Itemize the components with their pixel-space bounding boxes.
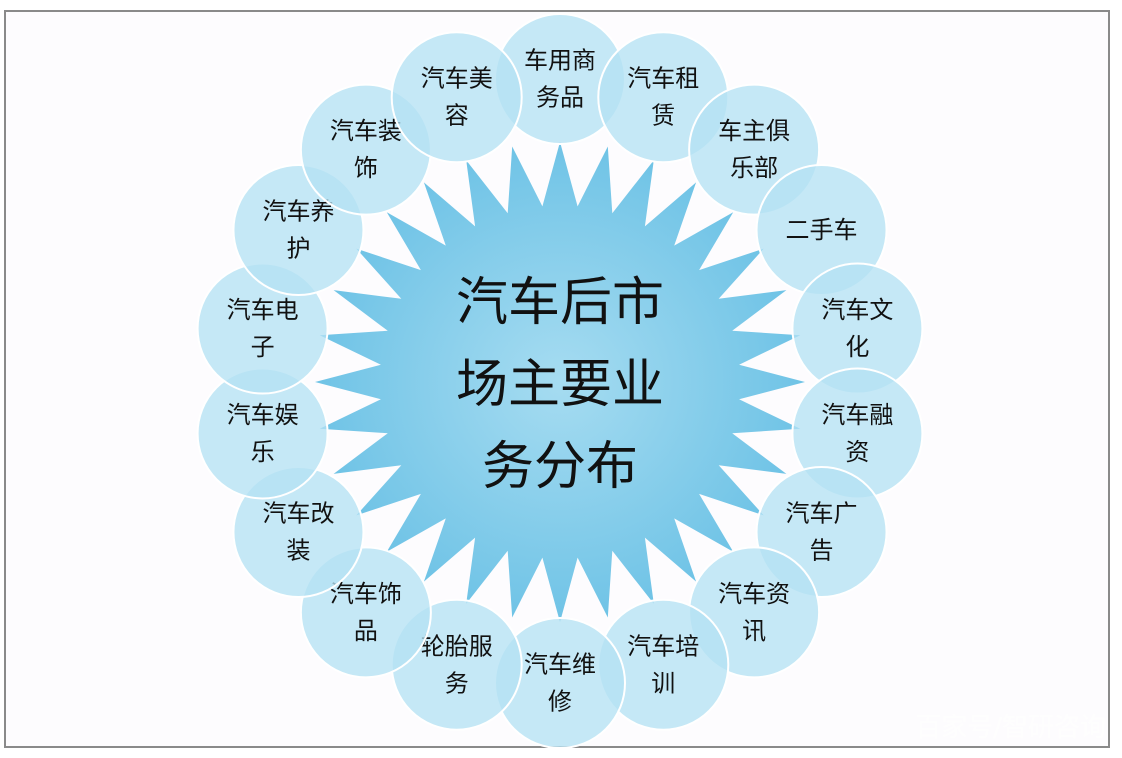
item-label: 轮胎服 bbox=[421, 632, 493, 660]
item-label: 汽车广 bbox=[786, 500, 858, 528]
item-label: 二手车 bbox=[786, 216, 858, 244]
item-label: 汽车饰 bbox=[330, 580, 402, 608]
item-label: 务品 bbox=[536, 84, 584, 112]
item-label: 汽车资 bbox=[718, 580, 790, 608]
center-starburst bbox=[315, 141, 805, 623]
item-label: 告 bbox=[810, 537, 834, 565]
item-label: 修 bbox=[548, 688, 572, 716]
item-label: 汽车电 bbox=[227, 296, 299, 324]
item-label: 容 bbox=[445, 102, 469, 130]
item-label: 汽车改 bbox=[262, 500, 334, 528]
item-label: 资 bbox=[845, 438, 869, 466]
item-label: 化 bbox=[845, 333, 869, 361]
watermark: 百家号/智研咨询 bbox=[915, 713, 1106, 743]
item-label: 饰 bbox=[354, 154, 378, 182]
title-line: 汽车后市 bbox=[456, 273, 664, 333]
item-label: 务 bbox=[445, 669, 469, 697]
item-label: 护 bbox=[286, 235, 310, 263]
item-circle bbox=[390, 31, 523, 164]
item-label: 子 bbox=[251, 333, 275, 361]
item-label: 汽车娱 bbox=[227, 401, 299, 429]
item-label: 汽车培 bbox=[627, 632, 699, 660]
title-line: 务分布 bbox=[482, 437, 638, 497]
item-label: 汽车装 bbox=[330, 117, 402, 145]
item-label: 乐 bbox=[251, 438, 275, 466]
item-label: 汽车租 bbox=[627, 65, 699, 93]
item-label: 汽车养 bbox=[262, 198, 334, 226]
item-label: 汽车文 bbox=[821, 296, 893, 324]
item-label: 汽车维 bbox=[524, 651, 596, 679]
item-label: 汽车融 bbox=[821, 401, 893, 429]
item-label: 讯 bbox=[742, 617, 766, 645]
item-label: 车用商 bbox=[524, 47, 596, 75]
item-label: 训 bbox=[651, 669, 675, 697]
item-label: 乐部 bbox=[730, 154, 778, 182]
business-item: 二手车 bbox=[755, 164, 888, 296]
item-label: 汽车美 bbox=[421, 65, 493, 93]
item-label: 车主俱 bbox=[718, 117, 790, 145]
title-line: 场主要业 bbox=[456, 355, 664, 415]
item-label: 品 bbox=[354, 617, 378, 645]
item-label: 装 bbox=[286, 537, 310, 565]
item-label: 赁 bbox=[651, 102, 675, 130]
